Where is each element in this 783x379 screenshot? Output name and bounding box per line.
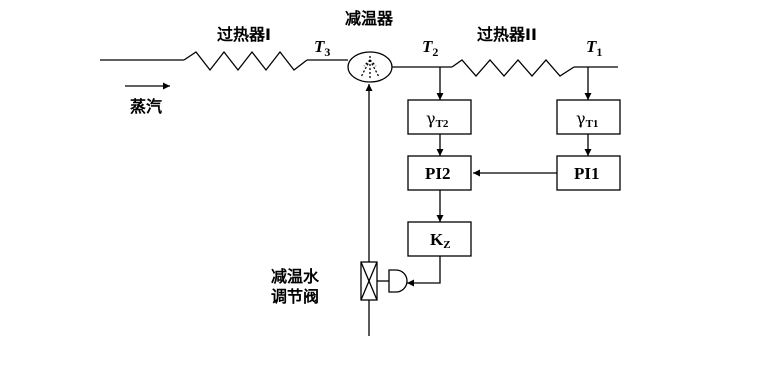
kz-text: KZ [430,230,451,251]
t3-label: T3 [314,37,330,59]
valve-label-line1: 减温水 [271,267,320,286]
superheater1-coil [183,50,308,72]
steam-label: 蒸汽 [130,97,162,116]
gamma-t2-text: γT2 [426,109,449,130]
valve-label-line2: 调节阀 [271,287,319,306]
kz-block [407,221,472,257]
desuperheater-label: 减温器 [345,9,394,28]
desuperheater-symbol [347,51,393,83]
t1-label: T1 [586,37,602,59]
superheater1-label: 过热器I [217,25,271,44]
t2-label: T2 [422,37,438,59]
gamma-t1-text: γT1 [576,109,598,130]
control-valve-symbol [360,261,408,301]
pi1-text: PI1 [574,164,600,183]
kz-to-actuator [407,256,441,287]
superheater2-label: 过热器II [477,25,537,44]
pi2-text: PI2 [425,164,451,183]
superheater2-coil [451,59,575,77]
gamma-t2-block [407,99,472,135]
pi1-block [556,155,621,191]
